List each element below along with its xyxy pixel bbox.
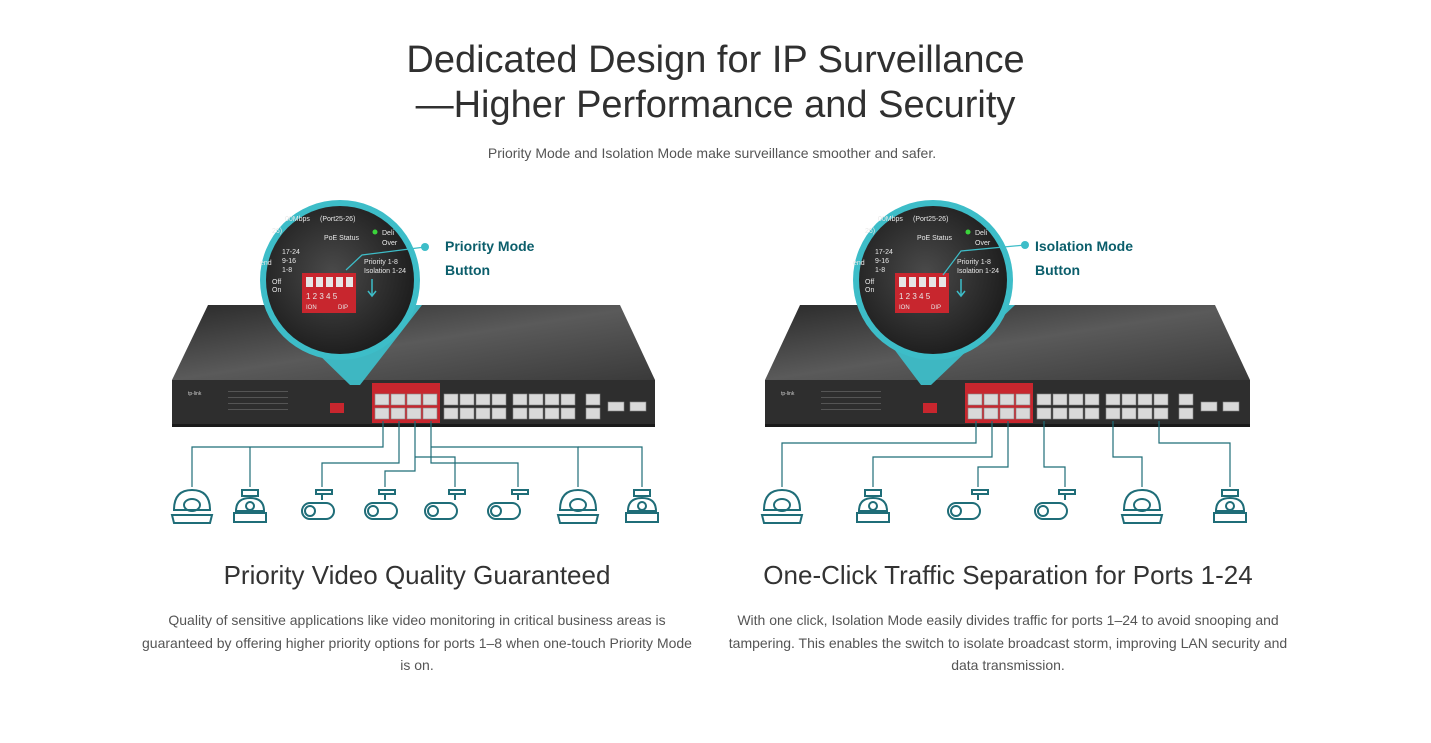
poe-status-label: PoE Status bbox=[917, 235, 953, 242]
port-block bbox=[374, 393, 647, 420]
dome-camera-icon bbox=[760, 488, 804, 524]
on-label: On bbox=[865, 287, 874, 294]
svg-text:tp-link: tp-link bbox=[188, 391, 202, 397]
svg-text:tp-link: tp-link bbox=[781, 391, 795, 397]
isolation-mode-callout-line2: Button bbox=[1035, 262, 1080, 278]
page-subtitle: Priority Mode and Isolation Mode make su… bbox=[487, 145, 937, 161]
dip-numbers: 1 2 3 4 5 bbox=[899, 292, 931, 301]
isolation-mode-illustration: tp-link 00Mbps (Port25-26) 26) PoE Statu… bbox=[745, 195, 1285, 535]
paren-label: 26) bbox=[865, 228, 875, 235]
dip-on-label: ION bbox=[899, 305, 910, 311]
headline-line-1: Dedicated Design for IP Surveillance bbox=[406, 39, 1025, 81]
page-headline: Dedicated Design for IP Surveillance —Hi… bbox=[0, 38, 1431, 128]
speed-label: 00Mbps bbox=[285, 216, 310, 223]
port-block bbox=[967, 393, 1240, 420]
dome-camera-icon bbox=[556, 488, 600, 524]
bullet-camera-icon bbox=[364, 489, 398, 520]
paren-label: 26) bbox=[272, 228, 282, 235]
isolation-label: Isolation 1-24 bbox=[364, 268, 406, 275]
on-label: On bbox=[272, 287, 281, 294]
priority-mode-illustration: tp-link 00Mbps (Port25-26) 26) PoE S bbox=[150, 195, 690, 535]
isolation-mode-callout-line1: Isolation Mode bbox=[1035, 238, 1133, 254]
dip-switch-small bbox=[923, 403, 937, 413]
port-label: (Port25-26) bbox=[913, 216, 948, 223]
callout-dot bbox=[1021, 241, 1029, 249]
priority-feature-description: Quality of sensitive applications like v… bbox=[142, 612, 692, 673]
dome-camera-icon bbox=[233, 489, 267, 523]
isolation-feature-title: One-Click Traffic Separation for Ports 1… bbox=[763, 560, 1253, 590]
dome-camera-icon bbox=[625, 489, 659, 523]
range-9-16: 9-16 bbox=[875, 258, 889, 265]
end-label: end bbox=[260, 260, 272, 267]
deli-label: Deli bbox=[382, 230, 395, 237]
dome-camera-icon bbox=[856, 489, 890, 523]
range-17-24: 17-24 bbox=[875, 249, 893, 256]
port-label: (Port25-26) bbox=[320, 216, 355, 223]
dip-on-label: ION bbox=[306, 305, 317, 311]
dome-camera-icon bbox=[1120, 488, 1164, 524]
dip-dip-label: DIP bbox=[931, 305, 941, 311]
camera-cables bbox=[191, 421, 643, 487]
priority-feature-title: Priority Video Quality Guaranteed bbox=[223, 560, 611, 590]
bullet-camera-icon bbox=[1034, 489, 1076, 520]
deli-label: Deli bbox=[975, 230, 988, 237]
priority-mode-callout-line2: Button bbox=[445, 262, 490, 278]
dip-dip-label: DIP bbox=[338, 305, 348, 311]
poe-status-label: PoE Status bbox=[324, 235, 360, 242]
off-label: Off bbox=[272, 279, 281, 286]
bullet-camera-icon bbox=[424, 489, 466, 520]
over-label: Over bbox=[382, 240, 398, 247]
priority-label: Priority 1-8 bbox=[957, 259, 991, 266]
bullet-camera-icon bbox=[487, 489, 529, 520]
range-1-8: 1-8 bbox=[282, 267, 292, 274]
over-label: Over bbox=[975, 240, 991, 247]
end-label: end bbox=[853, 260, 865, 267]
range-9-16: 9-16 bbox=[282, 258, 296, 265]
isolation-label: Isolation 1-24 bbox=[957, 268, 999, 275]
dome-camera-icon bbox=[170, 488, 214, 524]
speed-label: 00Mbps bbox=[878, 216, 903, 223]
priority-mode-callout-line1: Priority Mode bbox=[445, 238, 535, 254]
priority-label: Priority 1-8 bbox=[364, 259, 398, 266]
bullet-camera-icon bbox=[947, 489, 989, 520]
headline-line-2: —Higher Performance and Security bbox=[415, 84, 1016, 126]
isolation-feature-description: With one click, Isolation Mode easily di… bbox=[728, 612, 1288, 673]
dip-switch-small bbox=[330, 403, 344, 413]
range-17-24: 17-24 bbox=[282, 249, 300, 256]
range-1-8: 1-8 bbox=[875, 267, 885, 274]
off-label: Off bbox=[865, 279, 874, 286]
bullet-camera-icon bbox=[301, 489, 335, 520]
dip-numbers: 1 2 3 4 5 bbox=[306, 292, 338, 301]
camera-cables bbox=[781, 421, 1231, 487]
dome-camera-icon bbox=[1213, 489, 1247, 523]
callout-dot bbox=[421, 243, 429, 251]
